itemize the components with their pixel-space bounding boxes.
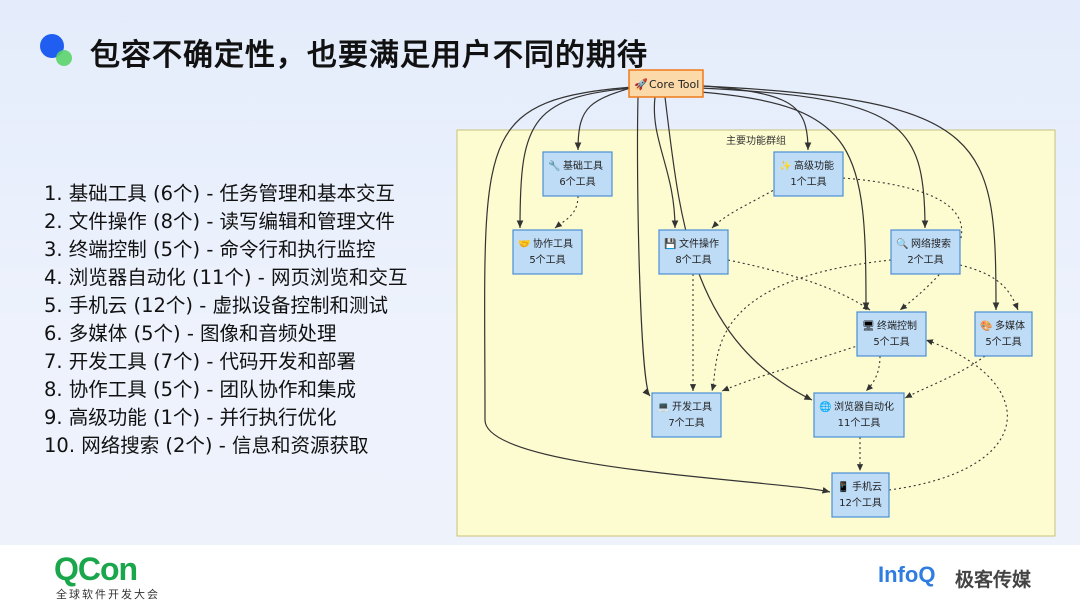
node-basic: 🔧基础工具 6个工具 bbox=[542, 151, 613, 197]
title-bullet-green-dot bbox=[56, 50, 72, 66]
node-media-box bbox=[974, 311, 1033, 357]
node-dev: 💻开发工具 7个工具 bbox=[651, 392, 722, 438]
node-core-tools-box bbox=[628, 69, 704, 98]
qcon-subtitle: 全球软件开发大会 bbox=[56, 588, 160, 601]
nodes-layer: 🚀Core Tool 🔧基础工具 6个工具 ✨高级功能 1个工具 🤝协作工具 5个工具 💾文件… bbox=[512, 69, 1033, 518]
node-basic-box bbox=[542, 151, 613, 197]
list-item: 1. 基础工具 (6个) - 任务管理和基本交互 bbox=[44, 182, 396, 205]
handshake-icon: 🤝 bbox=[518, 239, 530, 250]
node-terminal-label: 终端控制 bbox=[877, 319, 917, 332]
node-dev-count: 7个工具 bbox=[668, 417, 704, 429]
list-item: 2. 文件操作 (8个) - 读写编辑和管理文件 bbox=[44, 210, 396, 233]
feature-group-label: 主要功能群组 bbox=[726, 134, 786, 147]
edge-root-to-media bbox=[702, 85, 1000, 311]
node-terminal: 🖥终端控制 5个工具 bbox=[856, 311, 927, 357]
list-item: 6. 多媒体 (5个) - 图像和音频处理 bbox=[44, 322, 337, 345]
phone-icon: 📱 bbox=[837, 480, 849, 493]
floppy-icon: 💾 bbox=[664, 237, 676, 250]
node-browser: 🌐浏览器自动化 11个工具 bbox=[813, 392, 905, 438]
edge-terminal-to-browser bbox=[865, 355, 881, 392]
node-collab-count: 5个工具 bbox=[529, 254, 565, 266]
feature-group-box bbox=[456, 129, 1056, 537]
list-item: 4. 浏览器自动化 (11个) - 网页浏览和交互 bbox=[44, 266, 408, 289]
list-item: 9. 高级功能 (1个) - 并行执行优化 bbox=[44, 406, 337, 429]
edge-root-to-phone bbox=[484, 86, 831, 494]
node-phone-count: 12个工具 bbox=[839, 497, 882, 509]
sparkle-icon: ✨ bbox=[779, 160, 791, 172]
node-browser-box bbox=[813, 392, 905, 438]
magnifier-icon: 🔍 bbox=[896, 237, 908, 250]
node-media-label: 多媒体 bbox=[995, 319, 1025, 332]
edge-phone-to-terminal bbox=[888, 339, 1008, 491]
laptop-icon: 💻 bbox=[657, 402, 670, 413]
node-terminal-count: 5个工具 bbox=[873, 336, 909, 348]
node-file: 💾文件操作 8个工具 bbox=[658, 229, 729, 275]
rocket-icon: 🚀 bbox=[634, 78, 648, 91]
tool-category-list: 1. 基础工具 (6个) - 任务管理和基本交互 2. 文件操作 (8个) - … bbox=[44, 180, 407, 460]
node-collab-box bbox=[512, 229, 583, 275]
node-collab-label: 协作工具 bbox=[533, 237, 573, 250]
list-item: 3. 终端控制 (5个) - 命令行和执行监控 bbox=[44, 238, 376, 261]
node-collab: 🤝协作工具 5个工具 bbox=[512, 229, 583, 275]
node-search-count: 2个工具 bbox=[907, 254, 943, 266]
node-phone-label: 手机云 bbox=[852, 480, 882, 493]
edge-root-to-collab bbox=[516, 86, 646, 229]
globe-icon: 🌐 bbox=[819, 400, 831, 413]
node-phone: 📱手机云 12个工具 bbox=[831, 472, 890, 518]
node-dev-label: 开发工具 bbox=[672, 400, 712, 413]
list-item: 7. 开发工具 (7个) - 代码开发和部署 bbox=[44, 350, 357, 373]
node-basic-count: 6个工具 bbox=[559, 176, 595, 188]
edge-root-to-search bbox=[699, 87, 929, 229]
node-dev-box bbox=[651, 392, 722, 438]
node-file-count: 8个工具 bbox=[675, 254, 711, 266]
node-core-tools: 🚀Core Tool bbox=[628, 69, 704, 98]
node-file-box bbox=[658, 229, 729, 275]
node-search-label: 网络搜索 bbox=[911, 237, 951, 250]
node-core-tools-label: Core Tool bbox=[649, 78, 699, 91]
footer-bar bbox=[0, 545, 1080, 605]
slide-title: 包容不确定性，也要满足用户不同的期待 bbox=[90, 38, 648, 73]
node-advanced-label: 高级功能 bbox=[794, 159, 834, 172]
node-media: 🎨多媒体 5个工具 bbox=[974, 311, 1033, 357]
node-search-box bbox=[890, 229, 961, 275]
geek-media-text: 极客传媒 bbox=[955, 569, 1032, 591]
edge-advanced-to-terminal bbox=[842, 177, 963, 311]
monitor-icon: 🖥 bbox=[862, 320, 875, 332]
edge-root-to-dev bbox=[636, 96, 651, 397]
node-file-label: 文件操作 bbox=[679, 237, 719, 250]
node-search: 🔍网络搜索 2个工具 bbox=[890, 229, 961, 275]
palette-icon: 🎨 bbox=[980, 319, 992, 332]
node-phone-box bbox=[831, 472, 890, 518]
node-advanced-count: 1个工具 bbox=[790, 176, 826, 188]
list-item: 10. 网络搜索 (2个) - 信息和资源获取 bbox=[44, 434, 369, 457]
node-media-count: 5个工具 bbox=[985, 336, 1021, 348]
edge-media-to-browser bbox=[904, 355, 986, 399]
node-terminal-box bbox=[856, 311, 927, 357]
edge-root-to-file bbox=[653, 96, 679, 229]
tool-dependency-diagram: 主要功能群组 🚀Core Tool 🔧基础工具 6个工具 ✨高级功能 1个工具 🤝协作工具… bbox=[456, 69, 1056, 537]
infoq-logo: InfoQ bbox=[878, 562, 936, 587]
node-browser-count: 11个工具 bbox=[838, 417, 881, 429]
node-browser-label: 浏览器自动化 bbox=[834, 400, 894, 413]
node-advanced: ✨高级功能 1个工具 bbox=[773, 151, 844, 197]
node-basic-label: 基础工具 bbox=[563, 159, 603, 172]
list-item: 5. 手机云 (12个) - 虚拟设备控制和测试 bbox=[44, 294, 388, 317]
edge-root-to-terminal bbox=[699, 91, 870, 311]
edge-root-to-basic bbox=[574, 84, 641, 151]
node-advanced-box bbox=[773, 151, 844, 197]
edge-terminal-to-dev bbox=[721, 344, 861, 392]
edge-root-to-advanced bbox=[689, 84, 812, 151]
qcon-logo: QCon bbox=[54, 551, 138, 587]
wrench-icon: 🔧 bbox=[548, 159, 560, 172]
edge-search-to-media bbox=[959, 264, 1019, 311]
list-item: 8. 协作工具 (5个) - 团队协作和集成 bbox=[44, 378, 357, 401]
